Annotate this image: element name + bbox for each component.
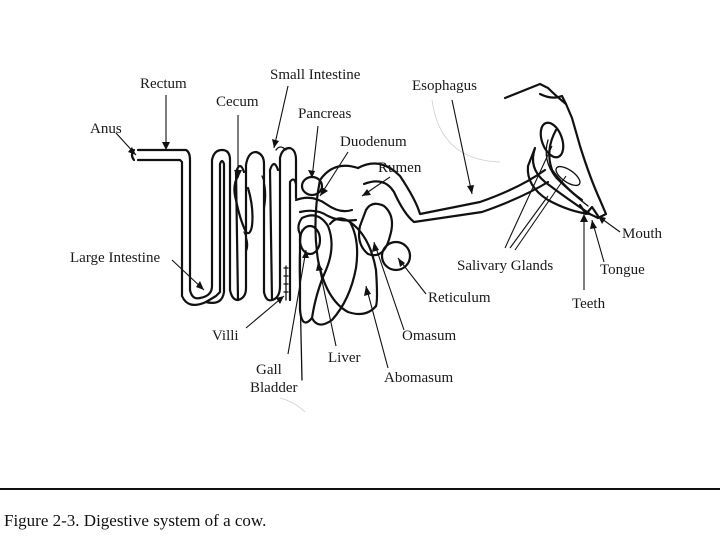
label-mouth: Mouth bbox=[622, 226, 663, 242]
pancreas-shape bbox=[298, 175, 324, 381]
large-intestine-coils bbox=[198, 146, 298, 304]
small-intestine-loops bbox=[243, 146, 287, 253]
gall-bladder-shape bbox=[298, 224, 322, 256]
liver-shape bbox=[297, 214, 333, 324]
label-anus: Anus bbox=[90, 121, 122, 137]
label-liver: Liver bbox=[328, 350, 360, 366]
label-large-intestine: Large Intestine bbox=[70, 250, 160, 266]
rumen-shape bbox=[314, 164, 378, 316]
cecum-shape bbox=[233, 174, 254, 235]
label-omasum: Omasum bbox=[402, 328, 456, 344]
label-bladder: Bladder bbox=[250, 380, 297, 396]
teeth-shape bbox=[578, 203, 600, 218]
label-villi: Villi bbox=[212, 328, 239, 344]
abomasum-shape bbox=[310, 217, 379, 326]
label-reticulum: Reticulum bbox=[428, 290, 491, 306]
scan-artifact-2 bbox=[279, 397, 306, 413]
label-tongue: Tongue bbox=[600, 262, 645, 278]
scan-artifact bbox=[431, 99, 501, 163]
label-pancreas: Pancreas bbox=[298, 106, 351, 122]
label-cecum: Cecum bbox=[216, 94, 259, 110]
label-teeth: Teeth bbox=[572, 296, 606, 312]
figure-caption: Figure 2-3. Digestive system of a cow. bbox=[4, 511, 266, 530]
label-rumen: Rumen bbox=[378, 160, 422, 176]
label-salivary-glands: Salivary Glands bbox=[457, 258, 553, 274]
label-gall: Gall bbox=[256, 362, 282, 378]
label-rectum: Rectum bbox=[140, 76, 187, 92]
label-esophagus: Esophagus bbox=[412, 78, 477, 94]
label-small-intestine: Small Intestine bbox=[270, 67, 361, 83]
label-abomasum: Abomasum bbox=[384, 370, 453, 386]
villi-marks bbox=[283, 265, 289, 301]
reticulum-shape bbox=[357, 202, 412, 272]
leader-lines bbox=[115, 85, 621, 369]
label-duodenum: Duodenum bbox=[340, 134, 407, 150]
duodenum-tube bbox=[294, 196, 358, 222]
salivary-glands-shape bbox=[539, 121, 581, 187]
